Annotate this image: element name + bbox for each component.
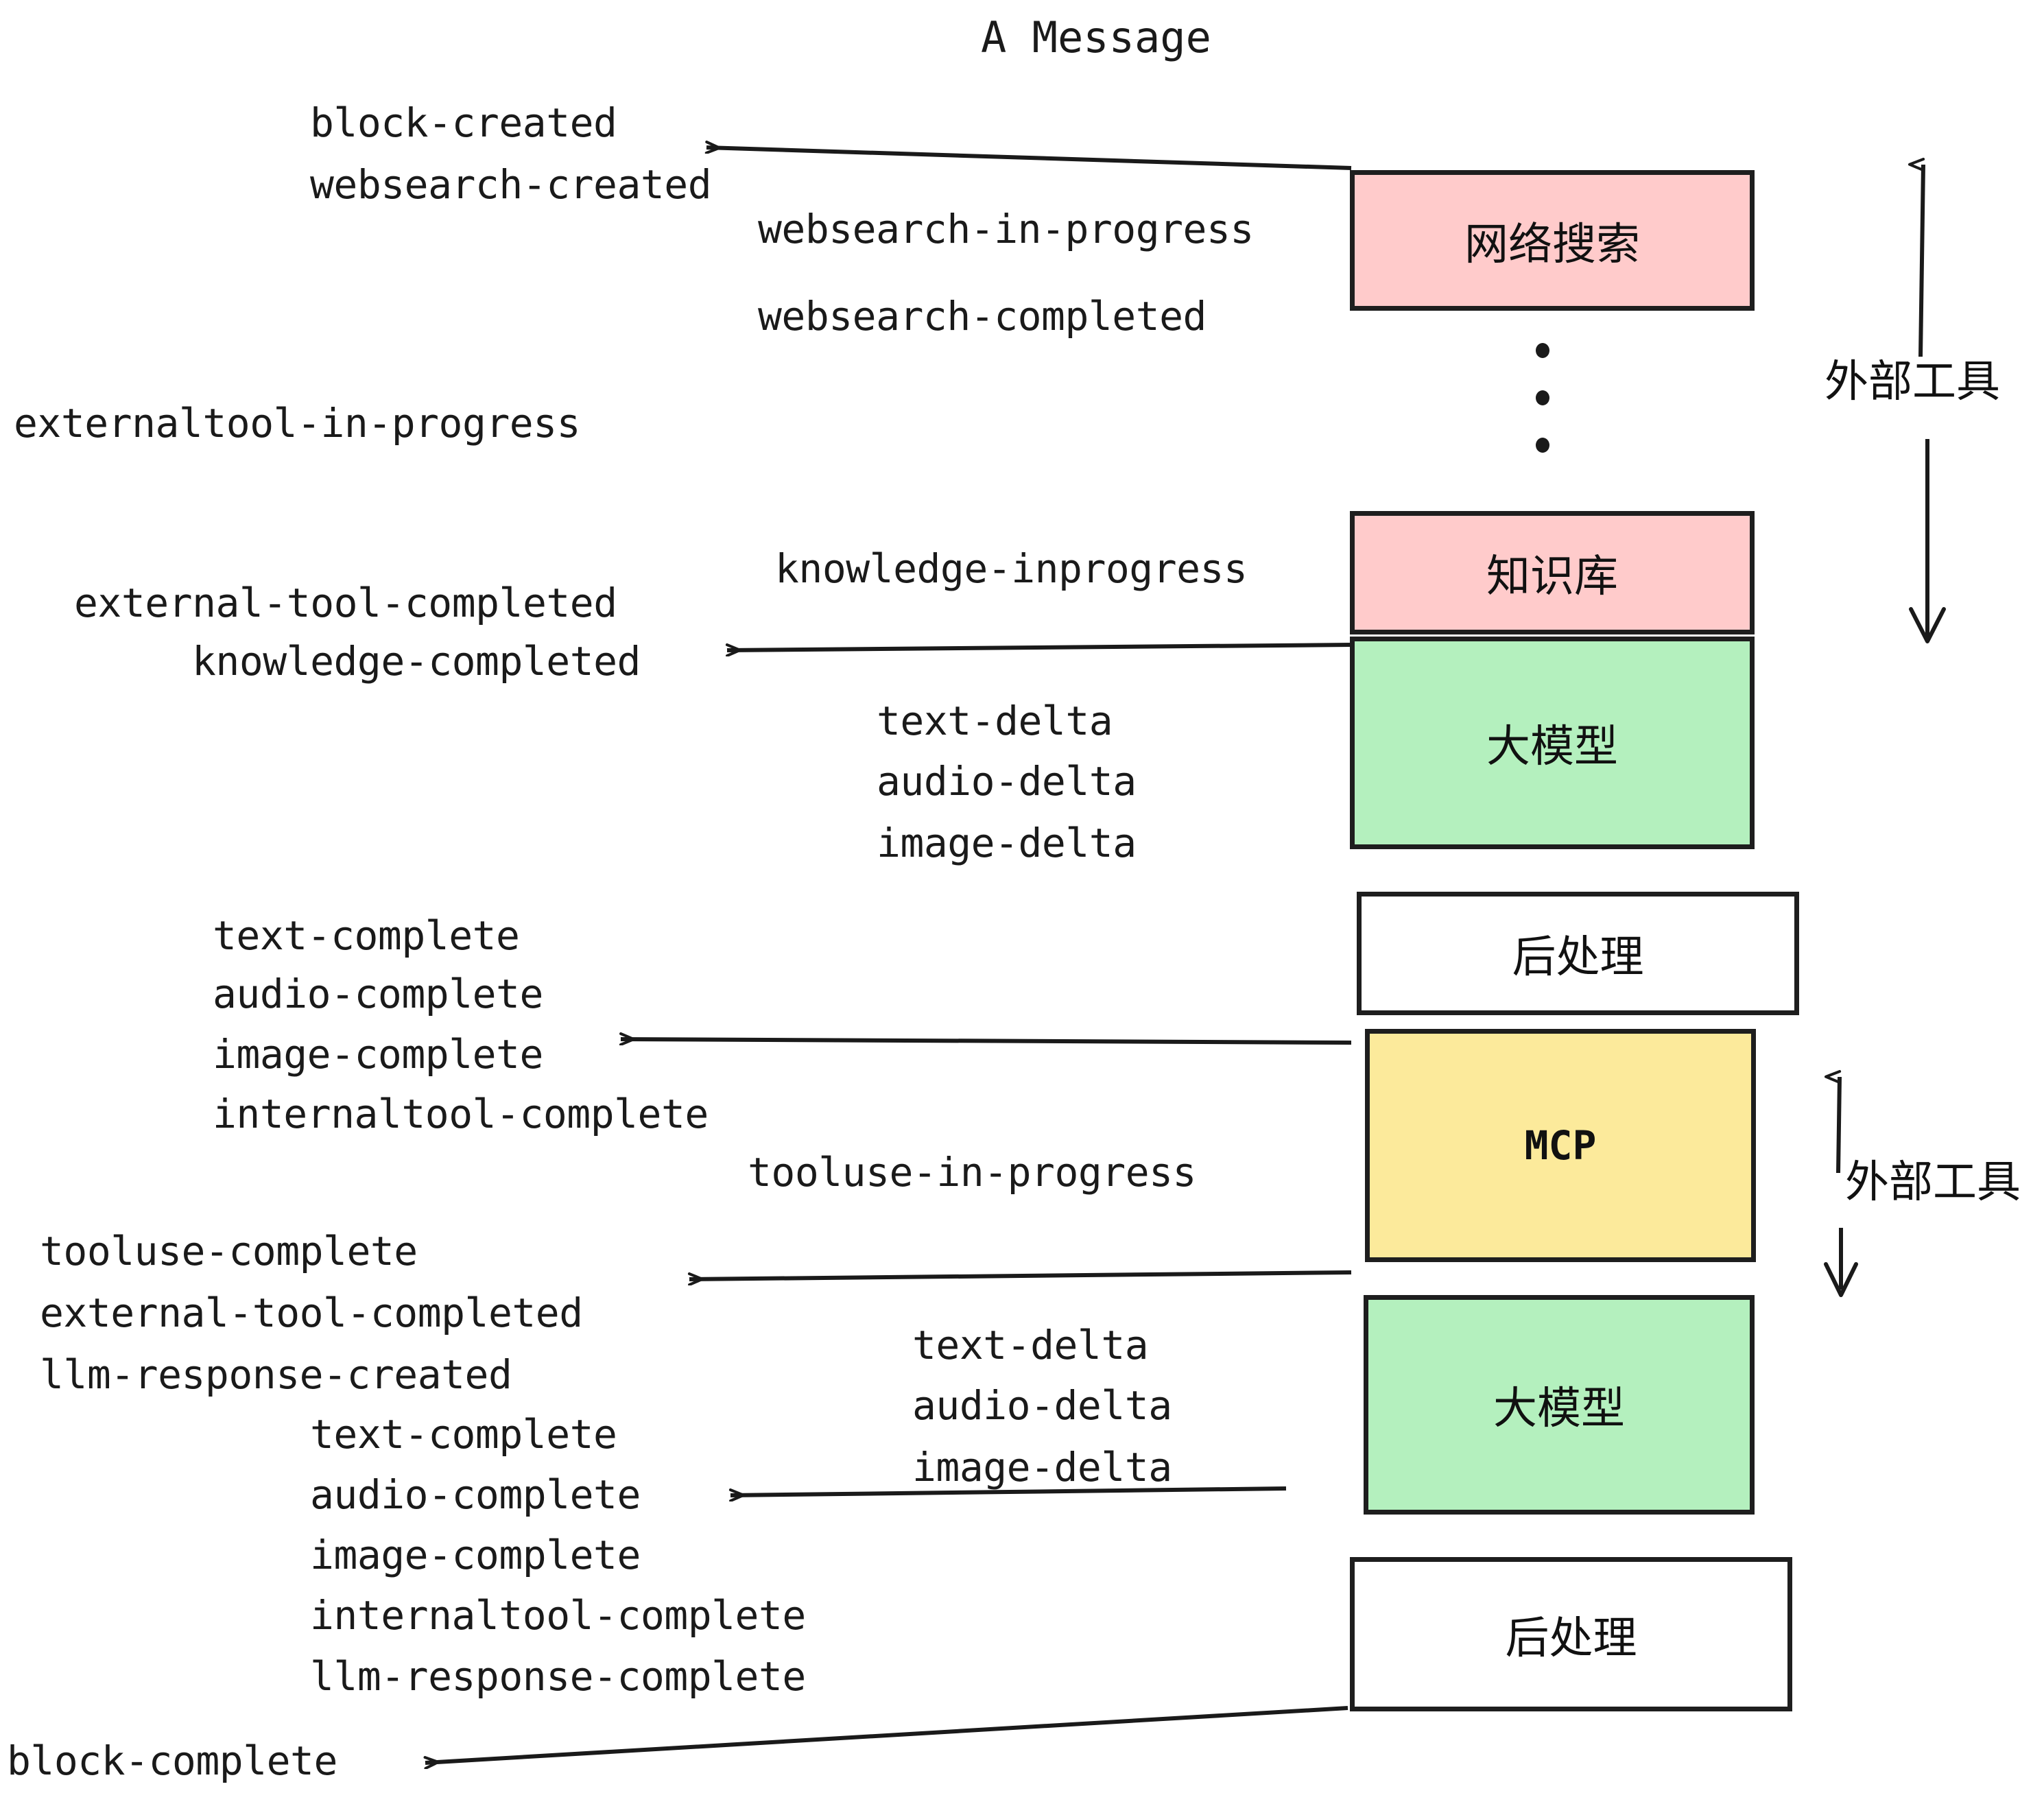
event-audio-delta-2: audio-delta [912, 1382, 1172, 1429]
event-text-delta-1: text-delta [877, 698, 1113, 744]
event-externaltool-in-progress: externaltool-in-progress [14, 400, 581, 447]
arrow-mcp-to-tooluse-complete [689, 1270, 1352, 1279]
event-external-tool-completed-1: external-tool-completed [74, 580, 617, 626]
event-internaltool-complete-2: internaltool-complete [310, 1592, 806, 1639]
arrow-postprocess2-to-block-complete [425, 1706, 1348, 1763]
node-postprocess-2-label: 后处理 [1505, 1613, 1637, 1664]
arrow-knowledge-to-completed [727, 643, 1352, 650]
event-text-complete-1: text-complete [213, 912, 520, 959]
event-image-complete-2: image-complete [310, 1532, 641, 1578]
event-internaltool-complete-1: internaltool-complete [213, 1091, 709, 1137]
node-llm-1[interactable]: 大模型 [1350, 637, 1755, 849]
event-audio-complete-1: audio-complete [213, 971, 543, 1017]
node-mcp-label: MCP [1524, 1122, 1597, 1169]
arrow-postprocess1-to-image-complete [621, 1039, 1352, 1043]
node-postprocess-1[interactable]: 后处理 [1357, 892, 1799, 1015]
event-llm-response-complete: llm-response-complete [310, 1653, 806, 1700]
event-image-delta-1: image-delta [877, 820, 1137, 866]
node-knowledge-label: 知识库 [1486, 551, 1618, 602]
event-websearch-completed: websearch-completed [758, 293, 1207, 340]
event-websearch-created: websearch-created [310, 161, 712, 208]
event-block-complete: block-complete [7, 1737, 337, 1784]
event-audio-delta-1: audio-delta [877, 758, 1137, 805]
event-tooluse-in-progress: tooluse-in-progress [748, 1149, 1196, 1196]
node-llm-1-label: 大模型 [1486, 722, 1618, 772]
node-postprocess-2[interactable]: 后处理 [1350, 1557, 1792, 1711]
vertical-ellipsis-icon [1535, 343, 1550, 453]
node-mcp[interactable]: MCP [1365, 1029, 1756, 1262]
side-label-external-tools-top: 外部工具 [1825, 346, 2000, 410]
node-llm-2-label: 大模型 [1493, 1384, 1625, 1434]
node-knowledge[interactable]: 知识库 [1350, 511, 1755, 634]
event-websearch-in-progress: websearch-in-progress [758, 206, 1254, 252]
event-external-tool-completed-2: external-tool-completed [40, 1290, 583, 1336]
event-tooluse-complete: tooluse-complete [40, 1228, 418, 1274]
event-audio-complete-2: audio-complete [310, 1471, 641, 1518]
event-llm-response-created: llm-response-created [40, 1351, 512, 1398]
node-llm-2[interactable]: 大模型 [1364, 1295, 1755, 1515]
event-knowledge-inprogress: knowledge-inprogress [775, 545, 1248, 592]
arrow-websearch-to-block-created [706, 147, 1352, 170]
side-label-external-tools-bottom: 外部工具 [1845, 1147, 2021, 1210]
node-websearch[interactable]: 网络搜索 [1350, 170, 1755, 311]
node-postprocess-1-label: 后处理 [1512, 932, 1644, 983]
event-image-complete-1: image-complete [213, 1031, 543, 1078]
event-block-created: block-created [310, 99, 617, 146]
external-tools-bottom-text: 外部工具 [1845, 1157, 2021, 1208]
event-text-delta-2: text-delta [912, 1322, 1149, 1368]
page-title: A Message [981, 12, 1211, 62]
node-websearch-label: 网络搜索 [1464, 219, 1640, 270]
event-text-complete-2: text-complete [310, 1411, 617, 1458]
event-image-delta-2: image-delta [912, 1444, 1172, 1491]
event-knowledge-completed: knowledge-completed [192, 638, 641, 685]
external-tools-top-text: 外部工具 [1825, 357, 2000, 407]
